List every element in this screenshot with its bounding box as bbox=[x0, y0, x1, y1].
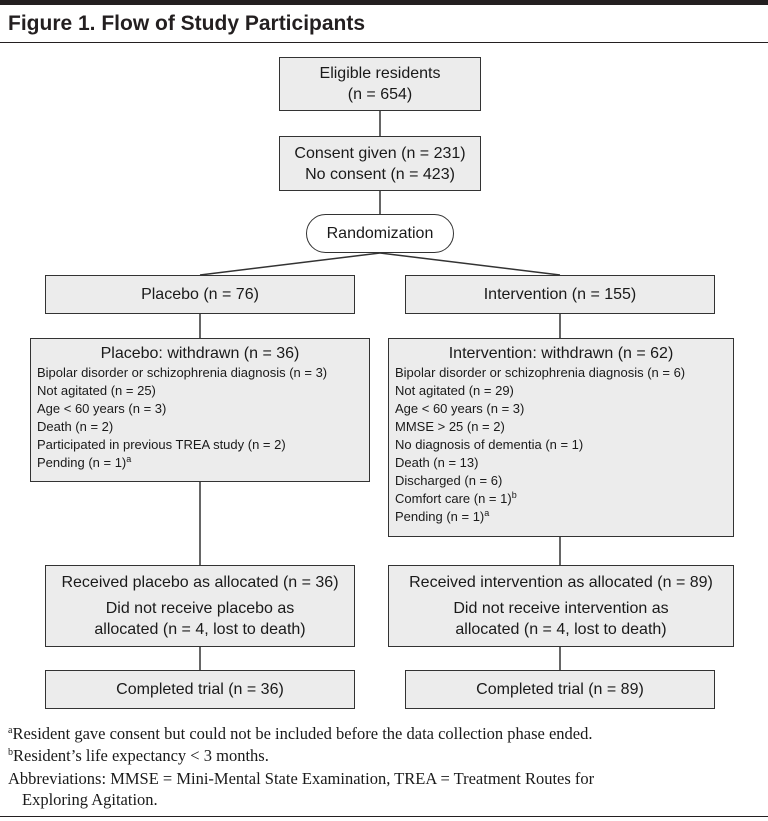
bottom-rule bbox=[0, 816, 768, 817]
abbreviations-line-1: Abbreviations: MMSE = Mini-Mental State … bbox=[8, 769, 595, 788]
consent-given: Consent given (n = 231) bbox=[294, 144, 466, 162]
intervention-withdrawn-box: Intervention: withdrawn (n = 62) Bipolar… bbox=[388, 338, 734, 537]
withdrawn-item: Bipolar disorder or schizophrenia diagno… bbox=[395, 364, 727, 382]
footnote-marker: a bbox=[126, 454, 132, 464]
withdrawn-item-text: Age < 60 years (n = 3) bbox=[395, 401, 525, 416]
withdrawn-item: Bipolar disorder or schizophrenia diagno… bbox=[37, 364, 363, 382]
withdrawn-item-text: Comfort care (n = 1) bbox=[395, 491, 512, 506]
withdrawn-item-text: Death (n = 2) bbox=[37, 419, 114, 434]
withdrawn-item: Age < 60 years (n = 3) bbox=[37, 400, 363, 418]
withdrawn-item-text: Bipolar disorder or schizophrenia diagno… bbox=[395, 365, 686, 380]
placebo-withdrawn-box: Placebo: withdrawn (n = 36) Bipolar diso… bbox=[30, 338, 370, 482]
withdrawn-item: Not agitated (n = 25) bbox=[37, 382, 363, 400]
footnote-marker: a bbox=[484, 508, 490, 518]
footnote-a: aResident gave consent but could not be … bbox=[8, 724, 593, 744]
withdrawn-item: Death (n = 2) bbox=[37, 418, 363, 436]
placebo-not-received-2: allocated (n = 4, lost to death) bbox=[94, 621, 306, 638]
intervention-arm-box: Intervention (n = 155) bbox=[405, 275, 715, 314]
withdrawn-item-text: Not agitated (n = 25) bbox=[37, 383, 156, 398]
withdrawn-item: Pending (n = 1)a bbox=[37, 454, 363, 472]
withdrawn-item-text: Age < 60 years (n = 3) bbox=[37, 401, 167, 416]
connector-rand-intervention bbox=[379, 252, 561, 276]
eligible-label: Eligible residents bbox=[319, 65, 441, 82]
abbreviations-line-2: Exploring Agitation. bbox=[22, 790, 158, 809]
title-rule bbox=[0, 42, 768, 43]
eligible-box: Eligible residents (n = 654) bbox=[279, 57, 481, 111]
intervention-withdrawn-list: Bipolar disorder or schizophrenia diagno… bbox=[395, 364, 727, 526]
figure-title: Figure 1. Flow of Study Participants bbox=[8, 12, 366, 35]
withdrawn-item: Participated in previous TREA study (n =… bbox=[37, 436, 363, 454]
withdrawn-item-text: Pending (n = 1) bbox=[395, 509, 485, 524]
withdrawn-item-text: Pending (n = 1) bbox=[37, 455, 127, 470]
withdrawn-item: Age < 60 years (n = 3) bbox=[395, 400, 727, 418]
intervention-received: Received intervention as allocated (n = … bbox=[409, 574, 713, 591]
intervention-completed-box: Completed trial (n = 89) bbox=[405, 670, 715, 709]
intervention-not-received-1: Did not receive intervention as bbox=[453, 600, 669, 617]
consent-box: Consent given (n = 231) No consent (n = … bbox=[279, 136, 481, 191]
withdrawn-item: MMSE > 25 (n = 2) bbox=[395, 418, 727, 436]
withdrawn-item-text: Bipolar disorder or schizophrenia diagno… bbox=[37, 365, 328, 380]
intervention-withdrawn-title: Intervention: withdrawn (n = 62) bbox=[448, 345, 674, 362]
placebo-received: Received placebo as allocated (n = 36) bbox=[61, 574, 339, 591]
placebo-received-box: Received placebo as allocated (n = 36) D… bbox=[45, 565, 355, 647]
placebo-completed-box: Completed trial (n = 36) bbox=[45, 670, 355, 709]
withdrawn-item-text: Not agitated (n = 29) bbox=[395, 383, 514, 398]
footnote-b: bResident’s life expectancy < 3 months. bbox=[8, 746, 269, 766]
withdrawn-item-text: Death (n = 13) bbox=[395, 455, 479, 470]
withdrawn-item-text: No diagnosis of dementia (n = 1) bbox=[395, 437, 584, 452]
withdrawn-item: Not agitated (n = 29) bbox=[395, 382, 727, 400]
withdrawn-item-text: Discharged (n = 6) bbox=[395, 473, 503, 488]
consent-refused: No consent (n = 423) bbox=[305, 165, 455, 183]
intervention-not-received-2: allocated (n = 4, lost to death) bbox=[455, 621, 667, 638]
withdrawn-item: No diagnosis of dementia (n = 1) bbox=[395, 436, 727, 454]
withdrawn-item-text: Participated in previous TREA study (n =… bbox=[37, 437, 286, 452]
withdrawn-item: Discharged (n = 6) bbox=[395, 472, 727, 490]
placebo-withdrawn-title: Placebo: withdrawn (n = 36) bbox=[100, 345, 300, 362]
withdrawn-item: Pending (n = 1)a bbox=[395, 508, 727, 526]
placebo-withdrawn-list: Bipolar disorder or schizophrenia diagno… bbox=[37, 364, 363, 472]
top-rule bbox=[0, 0, 768, 5]
withdrawn-item: Death (n = 13) bbox=[395, 454, 727, 472]
eligible-count: (n = 654) bbox=[347, 86, 413, 103]
withdrawn-item: Comfort care (n = 1)b bbox=[395, 490, 727, 508]
intervention-received-box: Received intervention as allocated (n = … bbox=[388, 565, 734, 647]
randomization-node: Randomization bbox=[306, 214, 454, 253]
withdrawn-item-text: MMSE > 25 (n = 2) bbox=[395, 419, 505, 434]
footnote-a-mark: a bbox=[8, 725, 13, 736]
footnote-marker: b bbox=[511, 490, 517, 500]
placebo-arm-box: Placebo (n = 76) bbox=[45, 275, 355, 314]
connector-rand-placebo bbox=[199, 252, 381, 276]
placebo-not-received-1: Did not receive placebo as bbox=[105, 600, 295, 617]
footnote-b-text: Resident’s life expectancy < 3 months. bbox=[13, 746, 269, 765]
footnote-b-mark: b bbox=[8, 747, 13, 758]
footnote-a-text: Resident gave consent but could not be i… bbox=[12, 724, 593, 743]
